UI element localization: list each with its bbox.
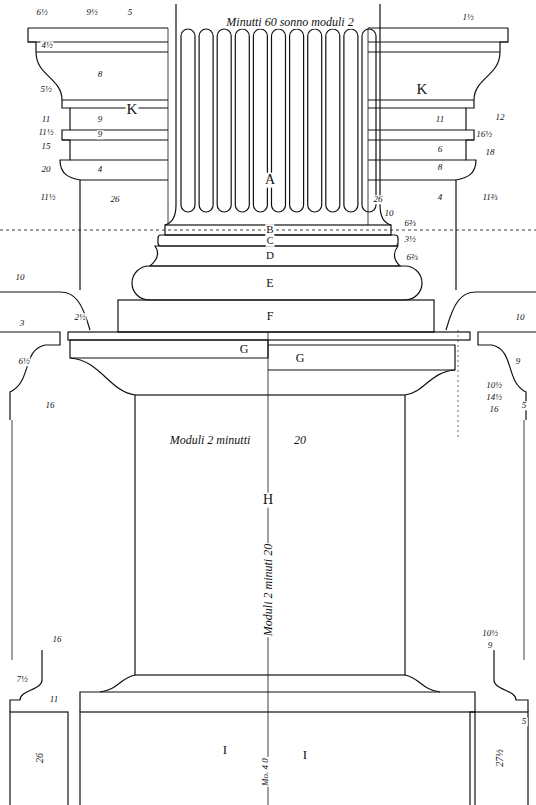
dimension-label: 9 [487, 641, 494, 650]
flute [290, 29, 304, 212]
dimension-label: Moduli 2 minuti 20 [262, 543, 275, 637]
dimension-label: 9 [515, 357, 522, 366]
flute [308, 29, 322, 212]
dimension-label: 5 [521, 401, 528, 410]
dimension-label: 10 [384, 209, 395, 218]
dimension-label: 16 [489, 405, 500, 414]
dimension-label: 3½ [403, 235, 416, 244]
dimension-label: 1½ [461, 13, 474, 22]
dimension-label: 8 [97, 70, 104, 79]
part-letter: I [302, 748, 308, 762]
dimension-label: 8 [437, 163, 444, 172]
part-letter: G [239, 343, 250, 356]
dimension-label: 26 [35, 752, 46, 764]
dimension-label: 11 [435, 115, 445, 124]
dimension-label: Mo. 4 0 [261, 757, 270, 787]
flute [199, 29, 213, 212]
part-letter: C [266, 236, 275, 247]
part-letter: K [416, 82, 429, 98]
part-letter: D [265, 250, 275, 262]
dimension-label: 6⅔ [405, 253, 418, 262]
flute [235, 29, 249, 212]
dimension-label: 11 [41, 115, 51, 124]
dimension-label: Minutti 60 sonno moduli 2 [225, 16, 354, 29]
dimension-label: 20 [293, 434, 307, 447]
part-letter: H [262, 493, 274, 508]
dimension-label: 4 [97, 165, 104, 174]
dimension-label: 11⅔ [481, 193, 498, 202]
dimension-label: 11½ [39, 193, 56, 202]
dimension-label: 5 [127, 8, 134, 17]
flute [362, 29, 376, 212]
dimension-label: 10½ [481, 629, 499, 638]
dimension-label: 18 [485, 148, 496, 157]
flute [326, 29, 340, 212]
dimension-label: 9½ [85, 8, 98, 17]
dimension-label: 16 [45, 401, 56, 410]
dimension-label: 9 [97, 130, 104, 139]
flute [344, 29, 358, 212]
dimension-label: 16½ [475, 130, 493, 139]
part-letter: F [266, 310, 275, 323]
part-letter: E [265, 277, 274, 290]
dimension-label: 10 [515, 313, 526, 322]
dimension-label: 11 [49, 695, 59, 704]
part-letter: K [126, 102, 139, 118]
dimension-label: 10½ [485, 381, 503, 390]
dimension-label: 12 [495, 113, 506, 122]
part-letter: G [295, 352, 306, 365]
dimension-label: 14½ [485, 393, 503, 402]
part-letter: I [222, 743, 228, 757]
dimension-label: 6½ [35, 8, 48, 17]
dimension-label: 4½ [40, 41, 53, 50]
dimension-label: 7½ [15, 675, 28, 684]
dimension-label: 3 [19, 319, 26, 328]
dimension-label: 6⅔ [403, 219, 416, 228]
dimension-label: 9 [97, 115, 104, 124]
dimension-label: 5 [521, 717, 528, 726]
dimension-label: 4 [437, 193, 444, 202]
dimension-label: 27½ [495, 748, 506, 768]
part-letter: A [264, 173, 276, 188]
dimension-label: 20 [41, 165, 52, 174]
dimension-label: 16 [52, 635, 63, 644]
dimension-label: 6 [437, 145, 444, 154]
dimension-label: 5½ [39, 85, 52, 94]
dimension-label: 2½ [73, 313, 86, 322]
dimension-label: 10 [15, 273, 26, 282]
flute [217, 29, 231, 212]
dimension-label: 26 [110, 195, 121, 204]
dimension-label: 11½ [37, 128, 54, 137]
part-letter: B [265, 224, 274, 236]
dimension-label: 26 [373, 195, 384, 204]
dimension-label: 6½ [17, 357, 30, 366]
dimension-label: Moduli 2 minutti [169, 434, 252, 447]
dimension-label: 15 [41, 142, 52, 151]
flute [181, 29, 195, 212]
